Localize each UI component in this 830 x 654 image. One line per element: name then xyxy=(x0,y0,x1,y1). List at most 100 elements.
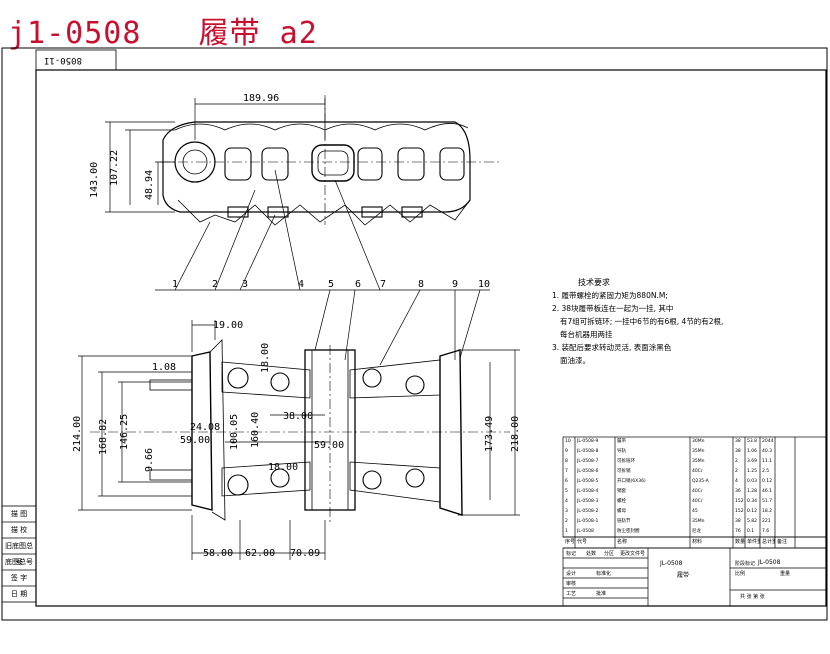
bom-cell: 0.12 xyxy=(747,509,758,514)
dim-18b: 18.00 xyxy=(268,462,298,473)
bom-cell: 152 xyxy=(735,509,744,514)
tech-req-heading: 技术要求 xyxy=(578,278,610,287)
balloon-9: 9 xyxy=(452,279,458,290)
chain-side-view xyxy=(160,95,500,226)
revision-side-block: 描 图 描 校 旧底图总号 底图总号 签 字 日 期 xyxy=(2,506,36,602)
drawing-title: j1-0508 履带 a2 xyxy=(8,16,318,51)
bom-cell: 链轨节 xyxy=(617,519,631,524)
bom-cell: 1.06 xyxy=(747,449,758,454)
balloon-4: 4 xyxy=(298,279,304,290)
tech-req-line: 有7组可拆链环; 一挂中6节的有6根, 4节的有2根, xyxy=(560,317,724,326)
tb-scale: 比例 xyxy=(735,571,746,577)
balloon-3: 3 xyxy=(242,279,248,290)
tb-cell: 审核 xyxy=(566,581,577,587)
tb-cell: 分区 xyxy=(604,551,615,557)
bom-cell: 7.6 xyxy=(762,529,770,534)
bom-cell: 30Mn xyxy=(692,439,705,444)
bom-cell: 1 xyxy=(565,529,568,534)
left-block-grid xyxy=(1,505,37,603)
tb-cell: 更改文件号 xyxy=(620,551,646,557)
bom-cell: 53.8 xyxy=(747,439,758,444)
bom-cell: 销套 xyxy=(617,489,626,494)
bom-cell: 0.12 xyxy=(762,479,773,484)
bom-cell: 2 xyxy=(735,459,738,464)
bom-cell: JL-0508 xyxy=(577,529,594,534)
bom-cell: 40.3 xyxy=(762,449,773,454)
tb-drawing-no-right: JL-0508 xyxy=(758,559,781,566)
dim-218: 218.00 xyxy=(510,416,521,452)
bom-cell: 2 xyxy=(735,469,738,474)
bom-cell: 防尘密封圈 xyxy=(617,529,640,534)
bom-cell: 3 xyxy=(565,509,568,514)
dim-48: 48.94 xyxy=(144,170,155,200)
bom-cell: 38 xyxy=(735,519,741,524)
tb-cell: 设计 xyxy=(566,571,577,577)
balloon-10: 10 xyxy=(478,279,490,290)
bom-cell: JL-0508-7 xyxy=(577,459,599,464)
tb-cell: 工艺 xyxy=(566,591,577,597)
dim-173: 173.49 xyxy=(484,416,495,452)
side-cell: 描 校 xyxy=(10,526,28,534)
bom-cell: JL-0508-2 xyxy=(577,509,599,514)
side-cell: 描 图 xyxy=(10,510,28,518)
bom-header-cell: 代号 xyxy=(577,539,588,545)
tb-cell: 处数 xyxy=(586,551,597,557)
dim-100: 100.05 xyxy=(229,414,240,450)
bom-cell: JL-0508-6 xyxy=(577,469,599,474)
balloon-1: 1 xyxy=(172,279,178,290)
tech-req-line: 每台机器用两挂 xyxy=(560,330,613,339)
bom-cell: 可拆销 xyxy=(617,469,631,474)
dim-59b: 59.00 xyxy=(314,440,344,451)
tb-drawing-no: JL-0508 xyxy=(660,560,683,567)
bom-header-cell: 单件重 xyxy=(747,539,760,545)
bom-cell: 2044 xyxy=(762,439,774,444)
tb-cell: 标记 xyxy=(566,551,577,557)
bom-header-cell: 备注 xyxy=(777,539,788,545)
bom-cell: 3.69 xyxy=(747,459,758,464)
bom-cell: 45 xyxy=(692,509,698,514)
bom-cell: 40Cr xyxy=(692,469,703,474)
bom-grid xyxy=(562,436,827,607)
bom-header-cell: 名称 xyxy=(617,539,628,545)
bom-cell: 2 xyxy=(565,519,568,524)
bom-cell: JL-0508-5 xyxy=(577,479,599,484)
dim-62: 62.00 xyxy=(245,548,275,559)
dim-160: 160.40 xyxy=(250,412,261,448)
bom-cell: 9 xyxy=(565,449,568,454)
stamp-box xyxy=(35,49,117,71)
bom-cell: 76 xyxy=(735,529,741,534)
tb-part-name: 履带 xyxy=(677,572,690,579)
bom-cell: 152 xyxy=(735,499,744,504)
bom-cell: 35Mn xyxy=(692,449,705,454)
balloon-7: 7 xyxy=(380,279,386,290)
bom-cell: 18.2 xyxy=(762,509,773,514)
dim-38: 38.00 xyxy=(283,411,313,422)
dim-168: 168.82 xyxy=(98,419,109,455)
dim-966: 9.66 xyxy=(144,448,155,472)
bom-cell: 5 xyxy=(565,489,568,494)
bom-header-cell: 序号 xyxy=(565,539,575,545)
bom-cell: 8 xyxy=(565,459,568,464)
dim-19: 19.00 xyxy=(213,320,243,331)
bom-cell: 1.28 xyxy=(747,489,758,494)
bom-cell: 38 xyxy=(735,439,741,444)
bom-cell: 35Mn xyxy=(692,459,705,464)
dim-pitch: 189.96 xyxy=(243,93,279,104)
bom-cell: 0.1 xyxy=(747,529,755,534)
balloon-5: 5 xyxy=(328,279,334,290)
dim-2408: 24.08 xyxy=(190,422,220,433)
balloon-leaders xyxy=(155,169,490,366)
bom-cell: 5.82 xyxy=(747,519,758,524)
balloon-8: 8 xyxy=(418,279,424,290)
dim-70: 70.09 xyxy=(290,548,320,559)
bom-cell: 51.7 xyxy=(762,499,773,504)
